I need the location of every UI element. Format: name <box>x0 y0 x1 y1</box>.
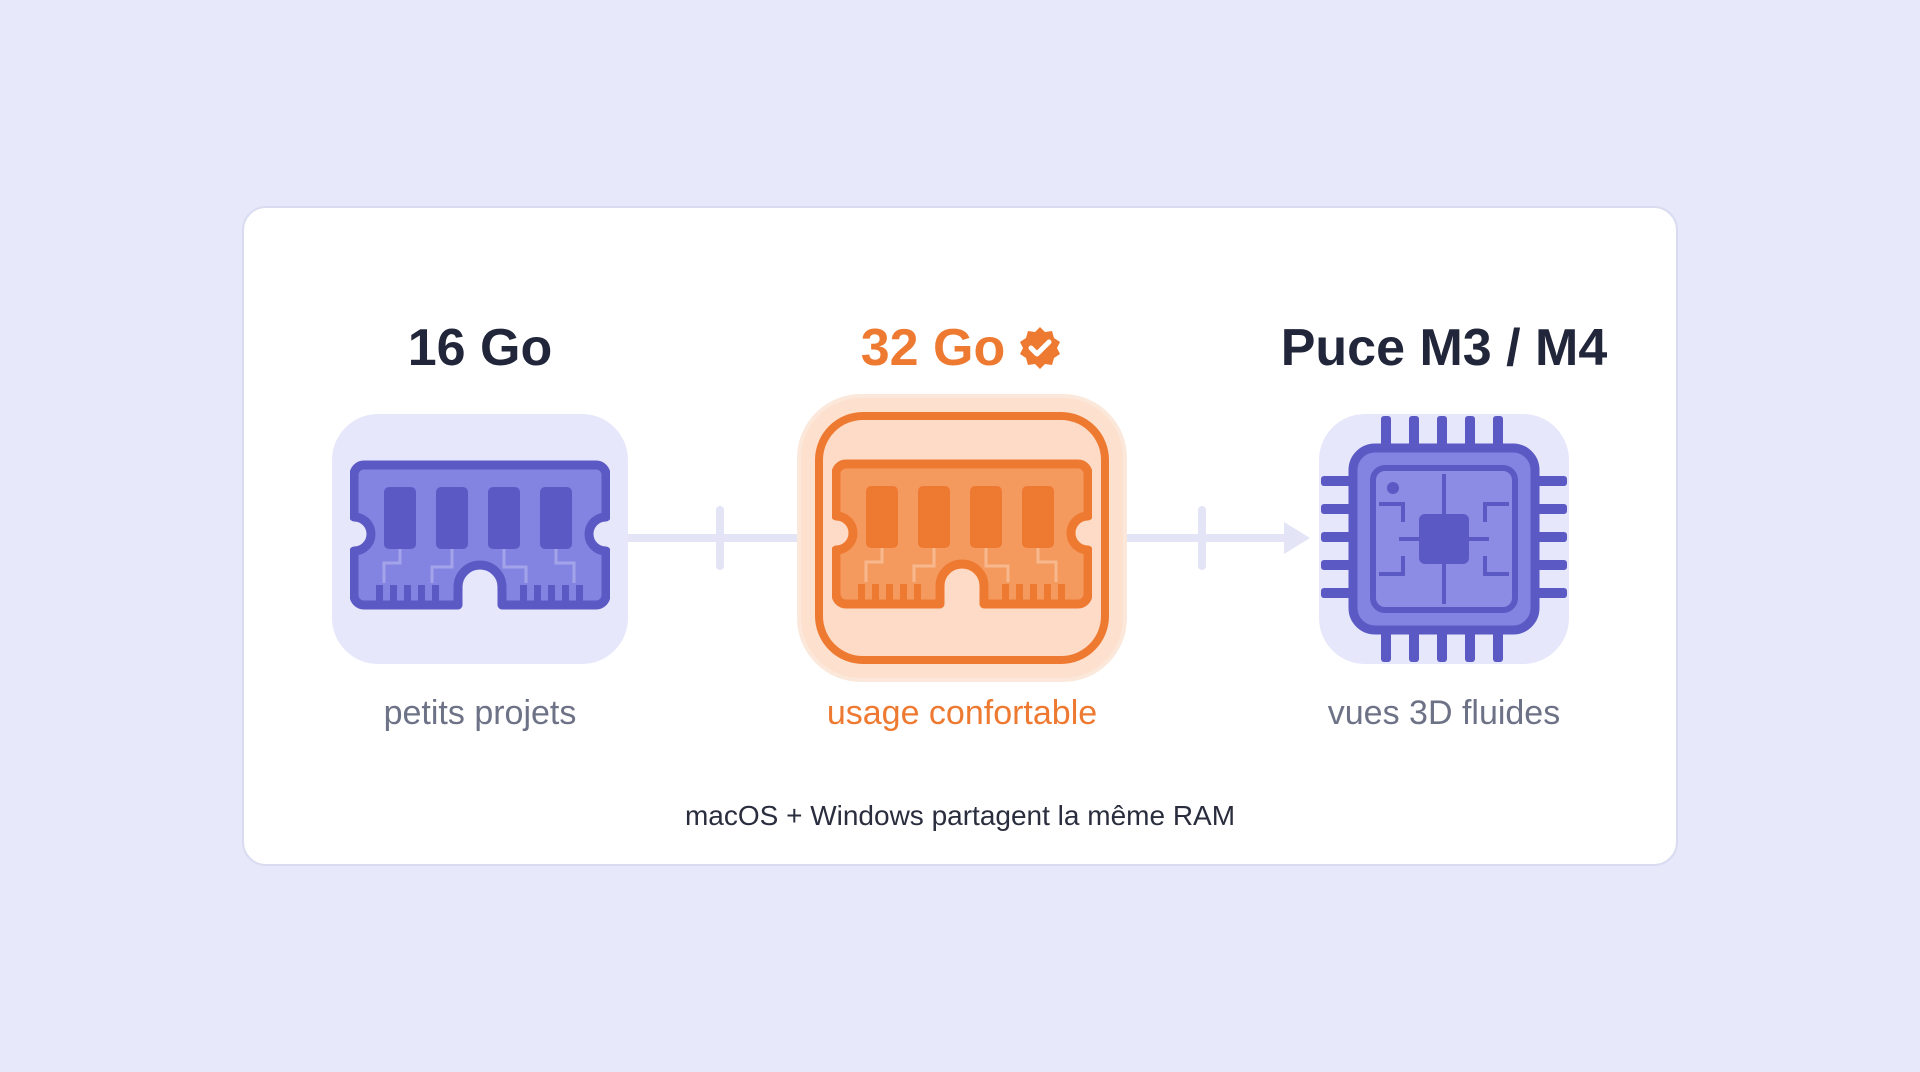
diagram-card: 16 Go petits projets 32 Go <box>242 206 1678 866</box>
step-3-tile <box>1319 414 1569 664</box>
chip-icon <box>1321 416 1567 662</box>
ram-icon <box>832 459 1092 609</box>
step-2-title-text: 32 Go <box>860 319 1006 377</box>
step-1-caption: petits projets <box>383 694 577 732</box>
connector-arrow <box>620 506 1310 570</box>
step-1-title: 16 Go <box>407 319 553 377</box>
footnote: macOS + Windows partagent la même RAM <box>684 800 1236 831</box>
step-3-caption: vues 3D fluides <box>1327 694 1561 732</box>
check-badge-icon <box>1017 324 1063 384</box>
step-2-caption: usage confortable <box>826 694 1098 732</box>
step-2-tile <box>801 398 1123 678</box>
step-2-title: 32 Go <box>752 318 1172 384</box>
step-1-tile <box>332 414 628 664</box>
step-3-title: Puce M3 / M4 <box>1280 319 1608 377</box>
ram-icon <box>350 460 610 610</box>
